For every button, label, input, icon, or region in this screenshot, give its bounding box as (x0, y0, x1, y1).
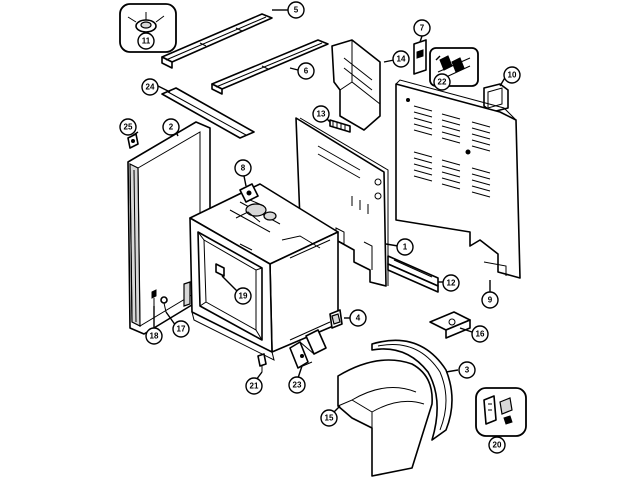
part-15-storage-drawer-panel[interactable] (337, 359, 433, 477)
part-16-anti-tip-bracket[interactable] (429, 311, 471, 339)
part-23-door-hinge[interactable] (289, 329, 327, 369)
callout-label: 12 (447, 279, 456, 288)
callout-24: 24 (141, 78, 159, 96)
callout-14: 14 (392, 50, 410, 68)
part-10-fuse-block[interactable] (483, 83, 509, 113)
callout-13: 13 (312, 105, 330, 123)
part-20-hardware-kit[interactable] (475, 387, 527, 437)
callout-label: 19 (239, 292, 248, 301)
callout-15: 15 (320, 409, 338, 427)
callout-label: 18 (150, 332, 159, 341)
callout-label: 20 (493, 441, 502, 450)
callout-22: 22 (433, 73, 451, 91)
callout-label: 8 (241, 164, 246, 173)
callout-3: 3 (458, 361, 476, 379)
callout-label: 21 (250, 382, 259, 391)
callout-label: 7 (420, 24, 425, 33)
callout-20: 20 (488, 436, 506, 454)
part-8-element-bracket[interactable] (239, 183, 259, 203)
callout-23: 23 (288, 376, 306, 394)
callout-5: 5 (287, 1, 305, 19)
callout-label: 24 (146, 83, 155, 92)
part-9-rear-panel[interactable] (395, 79, 521, 279)
callout-1: 1 (396, 238, 414, 256)
callout-10: 10 (503, 66, 521, 84)
part-14-vent-duct[interactable] (331, 39, 381, 131)
callout-7: 7 (413, 19, 431, 37)
part-3-oven-liner[interactable] (371, 339, 453, 441)
callout-label: 6 (304, 67, 309, 76)
callout-2: 2 (162, 118, 180, 136)
callout-4: 4 (349, 309, 367, 327)
part-2-door-frame[interactable] (127, 121, 211, 335)
callout-label: 1 (403, 243, 408, 252)
part-13-connector[interactable] (329, 119, 351, 133)
callout-6: 6 (297, 62, 315, 80)
callout-18: 18 (145, 327, 163, 345)
callout-label: 13 (317, 110, 326, 119)
part-7-bracket[interactable] (413, 39, 427, 75)
part-5-top-trim[interactable] (161, 13, 273, 69)
part-18-screw[interactable] (151, 289, 157, 306)
callout-label: 23 (293, 381, 302, 390)
part-24-trim-strip[interactable] (161, 87, 255, 139)
callout-9: 9 (481, 291, 499, 309)
part-4-clip[interactable] (329, 309, 343, 329)
callout-25: 25 (119, 118, 137, 136)
callout-label: 9 (488, 296, 493, 305)
callout-17: 17 (172, 320, 190, 338)
callout-label: 17 (177, 325, 186, 334)
callout-label: 3 (465, 366, 470, 375)
part-6-trim-strip[interactable] (211, 39, 329, 95)
callout-label: 4 (356, 314, 361, 323)
callout-label: 15 (325, 414, 334, 423)
callout-21: 21 (245, 377, 263, 395)
callout-label: 25 (124, 123, 133, 132)
callout-16: 16 (471, 325, 489, 343)
callout-label: 5 (294, 6, 299, 15)
callout-11: 11 (137, 32, 155, 50)
callout-label: 14 (397, 55, 406, 64)
callout-label: 2 (169, 123, 174, 132)
part-12-slide-rail[interactable] (387, 255, 439, 293)
part-11-thermostat-kit[interactable] (119, 3, 177, 53)
part-22-terminal-kit[interactable] (429, 47, 479, 87)
callout-label: 10 (508, 71, 517, 80)
callout-label: 16 (476, 330, 485, 339)
callout-19: 19 (234, 287, 252, 305)
callout-8: 8 (234, 159, 252, 177)
part-21-screw[interactable] (257, 353, 267, 372)
callout-label: 11 (142, 37, 151, 46)
part-17-screw[interactable] (160, 296, 168, 313)
rear-panel-louvers (413, 105, 491, 198)
callout-12: 12 (442, 274, 460, 292)
callout-label: 22 (438, 78, 447, 87)
